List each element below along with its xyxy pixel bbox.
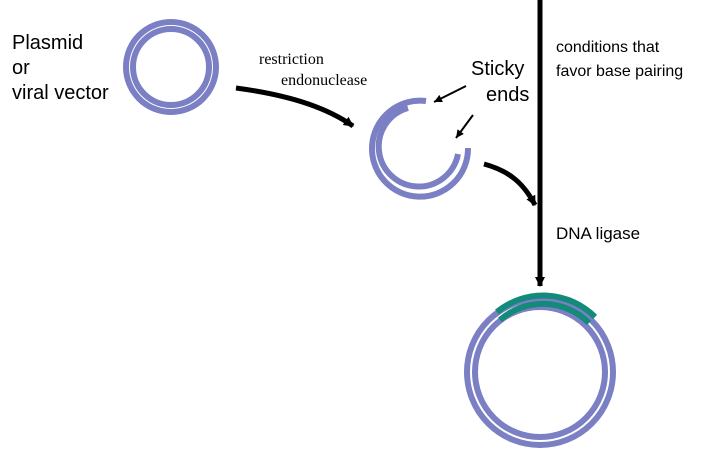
conditions-label-line-1: conditions that xyxy=(556,39,660,56)
plasmid-circle xyxy=(123,19,219,115)
opened-plasmid xyxy=(369,97,472,200)
ligase-label: DNA ligase xyxy=(556,224,640,243)
sticky-label-line-2: ends xyxy=(486,84,529,106)
vector-label-line-1: Plasmid xyxy=(12,32,83,54)
vector-label-line-3: viral vector xyxy=(12,82,109,104)
conditions-label-line-2: favor base pairing xyxy=(556,63,683,80)
vector-label-line-2: or xyxy=(12,57,30,79)
sticky-end-pointer-lower xyxy=(455,114,474,139)
ligase-arrow xyxy=(483,161,538,207)
inserted-dna-segment xyxy=(495,292,598,326)
cut-label-line-1: restriction xyxy=(259,51,324,68)
cut-arrow xyxy=(235,85,355,129)
sticky-label-line-1: Sticky xyxy=(471,58,524,80)
recombinant-plasmid xyxy=(464,296,616,448)
cut-label-line-2: endonuclease xyxy=(281,72,367,89)
sticky-end-pointer-upper xyxy=(433,85,467,103)
